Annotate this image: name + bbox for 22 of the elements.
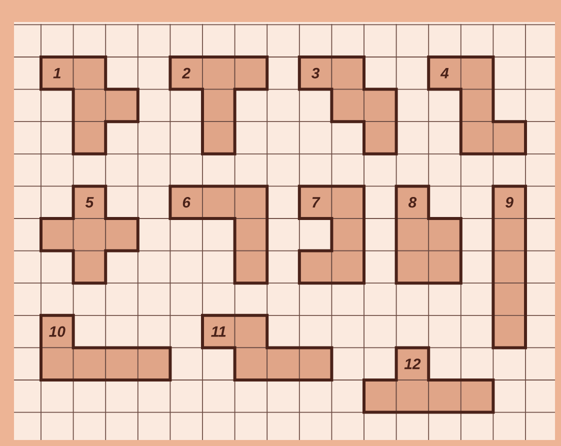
pentomino: 12 xyxy=(362,346,495,414)
node-label: 5 xyxy=(85,197,94,208)
pentomino: 3 xyxy=(298,56,398,156)
node-label: 10 xyxy=(49,326,66,337)
pentomino: 7 xyxy=(298,184,366,285)
node-label: 3 xyxy=(311,68,320,78)
node-label: 8 xyxy=(408,197,417,208)
pentomino: 1 xyxy=(40,56,140,156)
pentomino: 8 xyxy=(394,184,462,285)
pentomino: 6 xyxy=(168,184,269,285)
pentomino: 5 xyxy=(40,184,140,285)
pentomino: 10 xyxy=(40,314,172,382)
node-label: 2 xyxy=(182,68,190,78)
node-label: 11 xyxy=(211,326,226,337)
pentomino: 2 xyxy=(168,56,269,156)
pentomino: 4 xyxy=(427,56,527,156)
node-label: 9 xyxy=(506,197,514,208)
node-label: 4 xyxy=(440,68,449,78)
node-label: 6 xyxy=(182,197,191,208)
pentomino: 9 xyxy=(492,184,527,350)
pentomino: 11 xyxy=(201,314,334,382)
node-label: 7 xyxy=(312,197,320,208)
